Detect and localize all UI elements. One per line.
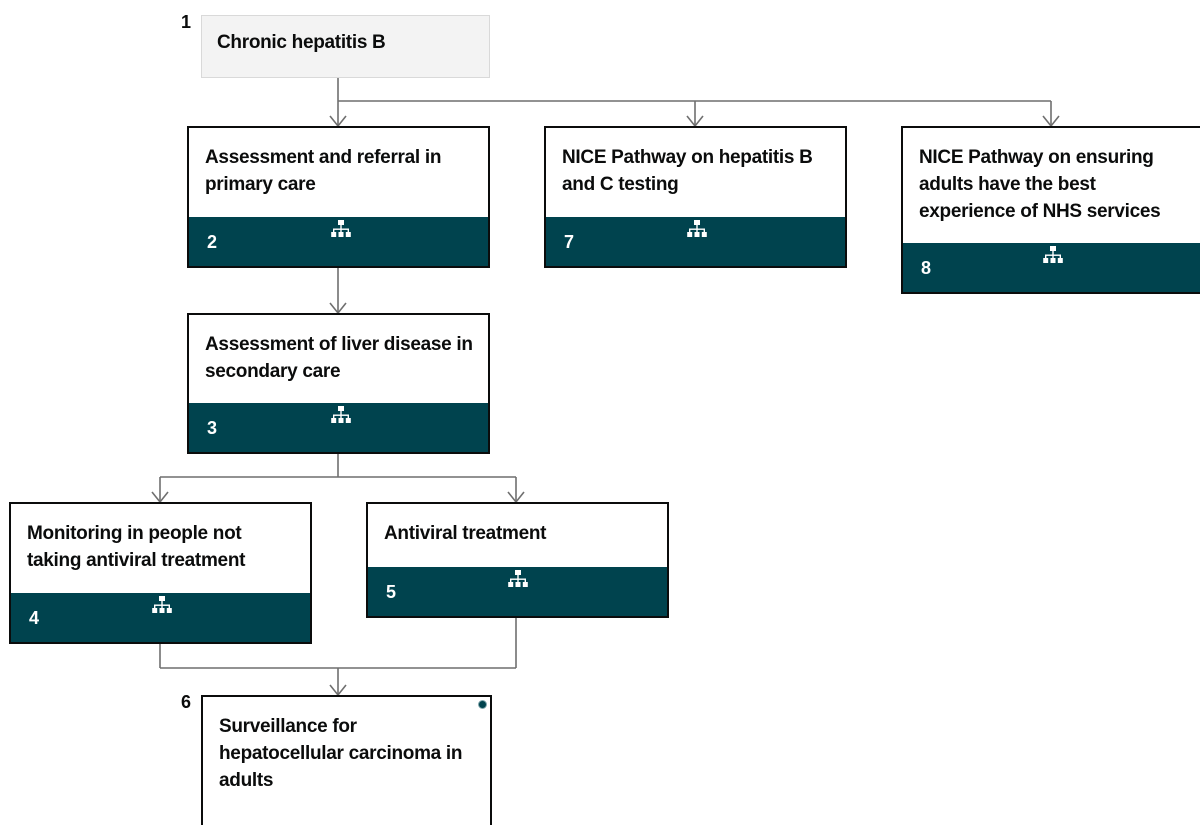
step-6-surveillance-hcc[interactable]: Surveillance for hepatocellular carcinom… bbox=[201, 695, 492, 825]
step-7-number: 7 bbox=[564, 232, 575, 252]
step-4-title: Monitoring in people not taking antivira… bbox=[27, 523, 246, 571]
sitemap-icon[interactable] bbox=[1042, 245, 1064, 267]
step-3-title: Assessment of liver disease in secondary… bbox=[205, 334, 473, 382]
step-1-title: Chronic hepatitis B bbox=[217, 32, 386, 53]
step-2-title: Assessment and referral in primary care bbox=[205, 147, 442, 195]
step-2-assessment-referral-primary-care[interactable]: Assessment and referral in primary care … bbox=[187, 126, 490, 268]
step-number-1: 1 bbox=[181, 12, 192, 32]
step-5-number: 5 bbox=[386, 582, 397, 602]
step-4-footer-bar: 4 bbox=[11, 593, 310, 642]
sitemap-icon[interactable] bbox=[151, 595, 173, 617]
step-7-title: NICE Pathway on hepatitis B and C testin… bbox=[562, 147, 813, 195]
step-8-nice-pathway-nhs-experience[interactable]: NICE Pathway on ensuring adults have the… bbox=[901, 126, 1200, 294]
step-5-antiviral-treatment[interactable]: Antiviral treatment 5 bbox=[366, 502, 669, 618]
step-3-assessment-liver-disease-secondary-care[interactable]: Assessment of liver disease in secondary… bbox=[187, 313, 490, 454]
step-8-number: 8 bbox=[921, 258, 932, 278]
step-4-monitoring-no-antiviral[interactable]: Monitoring in people not taking antivira… bbox=[9, 502, 312, 644]
step-5-footer-bar: 5 bbox=[368, 567, 667, 616]
step-1-chronic-hepatitis-b[interactable]: Chronic hepatitis B bbox=[201, 15, 490, 78]
dot-icon[interactable] bbox=[478, 700, 487, 709]
step-2-number: 2 bbox=[207, 232, 218, 252]
step-2-footer-bar: 2 bbox=[189, 217, 488, 266]
sitemap-icon[interactable] bbox=[686, 219, 708, 241]
step-4-number: 4 bbox=[29, 608, 40, 628]
step-6-title: Surveillance for hepatocellular carcinom… bbox=[219, 716, 463, 791]
sitemap-icon[interactable] bbox=[330, 405, 352, 427]
step-8-title: NICE Pathway on ensuring adults have the… bbox=[919, 147, 1161, 222]
sitemap-icon[interactable] bbox=[330, 219, 352, 241]
step-8-footer-bar: 8 bbox=[903, 243, 1200, 292]
step-7-footer-bar: 7 bbox=[546, 217, 845, 266]
step-7-nice-pathway-hepatitis-testing[interactable]: NICE Pathway on hepatitis B and C testin… bbox=[544, 126, 847, 268]
step-3-footer-bar: 3 bbox=[189, 403, 488, 452]
step-number-6: 6 bbox=[181, 692, 192, 712]
step-3-number: 3 bbox=[207, 418, 218, 438]
sitemap-icon[interactable] bbox=[507, 569, 529, 591]
step-5-title: Antiviral treatment bbox=[384, 523, 547, 544]
